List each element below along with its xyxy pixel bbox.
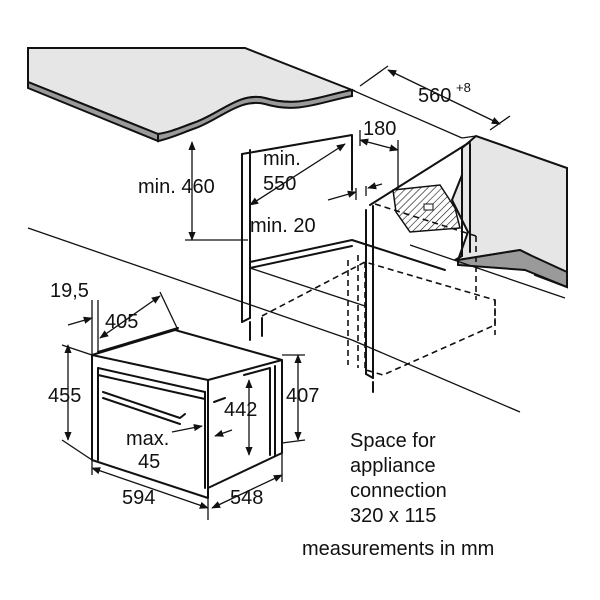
label-min-550-a: min.: [263, 148, 301, 170]
label-405: 405: [105, 311, 138, 333]
dim-405: [99, 291, 179, 339]
label-594: 594: [122, 487, 155, 509]
dim-560: [359, 65, 511, 131]
dim-550: [249, 143, 346, 206]
note-space-line1: Space for: [350, 430, 436, 452]
countertop-left: [27, 47, 356, 143]
label-455: 455: [48, 385, 81, 407]
label-max-45: 45: [138, 451, 160, 473]
label-min-460: min. 460: [138, 176, 215, 198]
label-min-20: min. 20: [250, 215, 316, 237]
note-space-line3: connection: [350, 480, 447, 502]
cabinet: [241, 134, 446, 341]
dim-max-45: [171, 424, 233, 437]
label-407: 407: [286, 385, 319, 407]
dim-460: [185, 141, 248, 241]
dashed-appliance-space: [261, 203, 496, 376]
note-space-line2: appliance: [350, 455, 436, 477]
label-19-5: 19,5: [50, 280, 89, 302]
dim-20: [327, 182, 383, 201]
label-548: 548: [230, 487, 263, 509]
dim-455: [61, 344, 93, 461]
dim-180: [359, 130, 399, 190]
label-min-550-b: 550: [263, 173, 296, 195]
label-442: 442: [224, 399, 257, 421]
label-max: max.: [126, 428, 169, 450]
dim-548: [211, 453, 283, 509]
label-depth-tolerance: +8: [456, 80, 471, 95]
dim-594: [91, 460, 209, 520]
countertop-right: [450, 134, 568, 289]
dim-407: [281, 354, 306, 444]
wall-lines: [27, 89, 566, 413]
dim-19-5: [67, 300, 99, 355]
note-units: measurements in mm: [302, 538, 494, 560]
label-depth: 560: [418, 85, 451, 107]
note-space-line4: 320 x 115: [350, 505, 436, 527]
oven-appliance: [91, 327, 283, 499]
label-180: 180: [363, 118, 396, 140]
cabinet-right-panel: [365, 141, 471, 393]
